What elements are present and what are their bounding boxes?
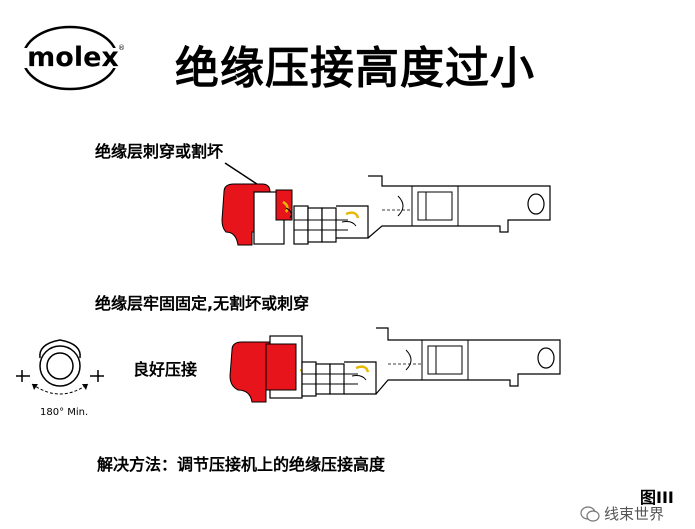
cross-section-diagram bbox=[16, 339, 104, 395]
insulation-red bbox=[229, 341, 277, 403]
registered-mark: ® bbox=[118, 44, 125, 52]
wechat-icon bbox=[580, 505, 600, 522]
watermark: 线束世界 bbox=[580, 503, 664, 524]
angle-label: 180° Min. bbox=[40, 407, 89, 418]
page-title: 绝缘压接高度过小 bbox=[175, 43, 535, 94]
good-crimp-description: 绝缘层牢固固定,无割坏或刺穿 bbox=[95, 294, 310, 313]
good-crimp-label: 良好压接 bbox=[133, 360, 198, 379]
watermark-text: 线束世界 bbox=[604, 505, 665, 523]
molex-logo: molex ® bbox=[18, 22, 128, 92]
solution-text: 解决方法：调节压接机上的绝缘压接高度 bbox=[97, 455, 386, 474]
bad-crimp-terminal-diagram bbox=[221, 175, 551, 246]
figure-label: 图III bbox=[640, 488, 674, 507]
logo-text: molex bbox=[27, 42, 119, 73]
bad-crimp-label: 绝缘层刺穿或割坏 bbox=[95, 142, 224, 161]
good-crimp-terminal-diagram bbox=[229, 327, 561, 403]
